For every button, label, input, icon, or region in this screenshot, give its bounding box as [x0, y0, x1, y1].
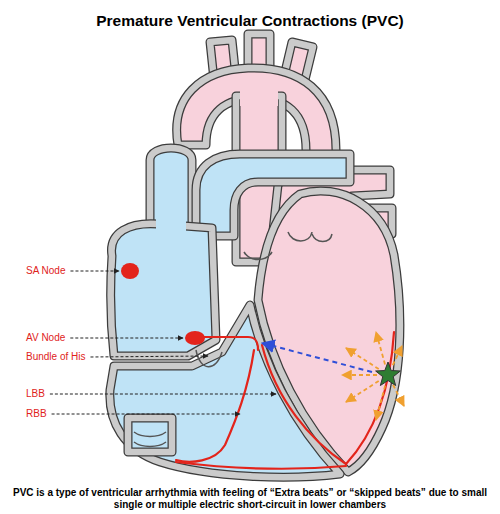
part-label: RBB [25, 408, 48, 420]
right-ventricle [110, 305, 340, 477]
impulse-arrow [376, 386, 385, 420]
impulse-arrow [342, 374, 377, 376]
superior-vena-cava [150, 148, 192, 240]
bundle-branch-line [346, 332, 394, 464]
valve-line [244, 252, 272, 260]
sa-node [121, 263, 139, 279]
right-atrium-wall [111, 224, 216, 356]
focus-star [376, 362, 401, 386]
part-label: SA Node [25, 265, 66, 277]
bundle-branch-line [176, 462, 346, 469]
ectopic-focus [262, 332, 404, 420]
leader-line [90, 356, 208, 357]
aorta-opening [240, 86, 278, 106]
retrograde-arrow [262, 343, 372, 372]
vena-cava-opening [156, 214, 186, 238]
title: Premature Ventricular Contractions (PVC) [0, 12, 500, 30]
vena-cava-opening [156, 214, 186, 238]
bundle-branch-line [204, 337, 258, 350]
part-label: LBB [25, 388, 46, 400]
inferior-vena-cava [128, 418, 172, 452]
right-atrium [111, 224, 216, 356]
leader-line [70, 338, 183, 339]
part-label: Bundle of His [25, 351, 86, 363]
valve-line [196, 350, 222, 367]
av-node [185, 331, 205, 345]
impulse-arrow [393, 385, 404, 406]
right-ventricle-wall [110, 305, 340, 477]
caption: PVC is a type of ventricular arrhythmia … [6, 487, 494, 511]
valve-line [288, 232, 312, 241]
leader-line [52, 414, 240, 415]
right-atrium [111, 224, 216, 356]
valve-line [134, 442, 166, 447]
heart-chambers [110, 34, 400, 477]
inferior-vena-cava-wall [128, 418, 172, 452]
aorta-opening [240, 86, 278, 106]
part-label: AV Node [25, 332, 66, 344]
leader-lines [50, 271, 276, 414]
conduction-system [121, 263, 394, 469]
superior-vena-cava-wall [150, 148, 192, 240]
impulse-arrow [346, 381, 379, 402]
superior-vena-cava [150, 148, 192, 240]
leader-line [70, 271, 119, 272]
inferior-vena-cava [128, 418, 172, 452]
leader-line [50, 394, 276, 395]
valve-line [312, 234, 332, 242]
valve-line [134, 432, 166, 437]
impulse-arrow [376, 332, 385, 364]
right-ventricle [110, 305, 340, 477]
bundle-branch-line [176, 350, 254, 462]
impulse-arrow [393, 346, 402, 365]
